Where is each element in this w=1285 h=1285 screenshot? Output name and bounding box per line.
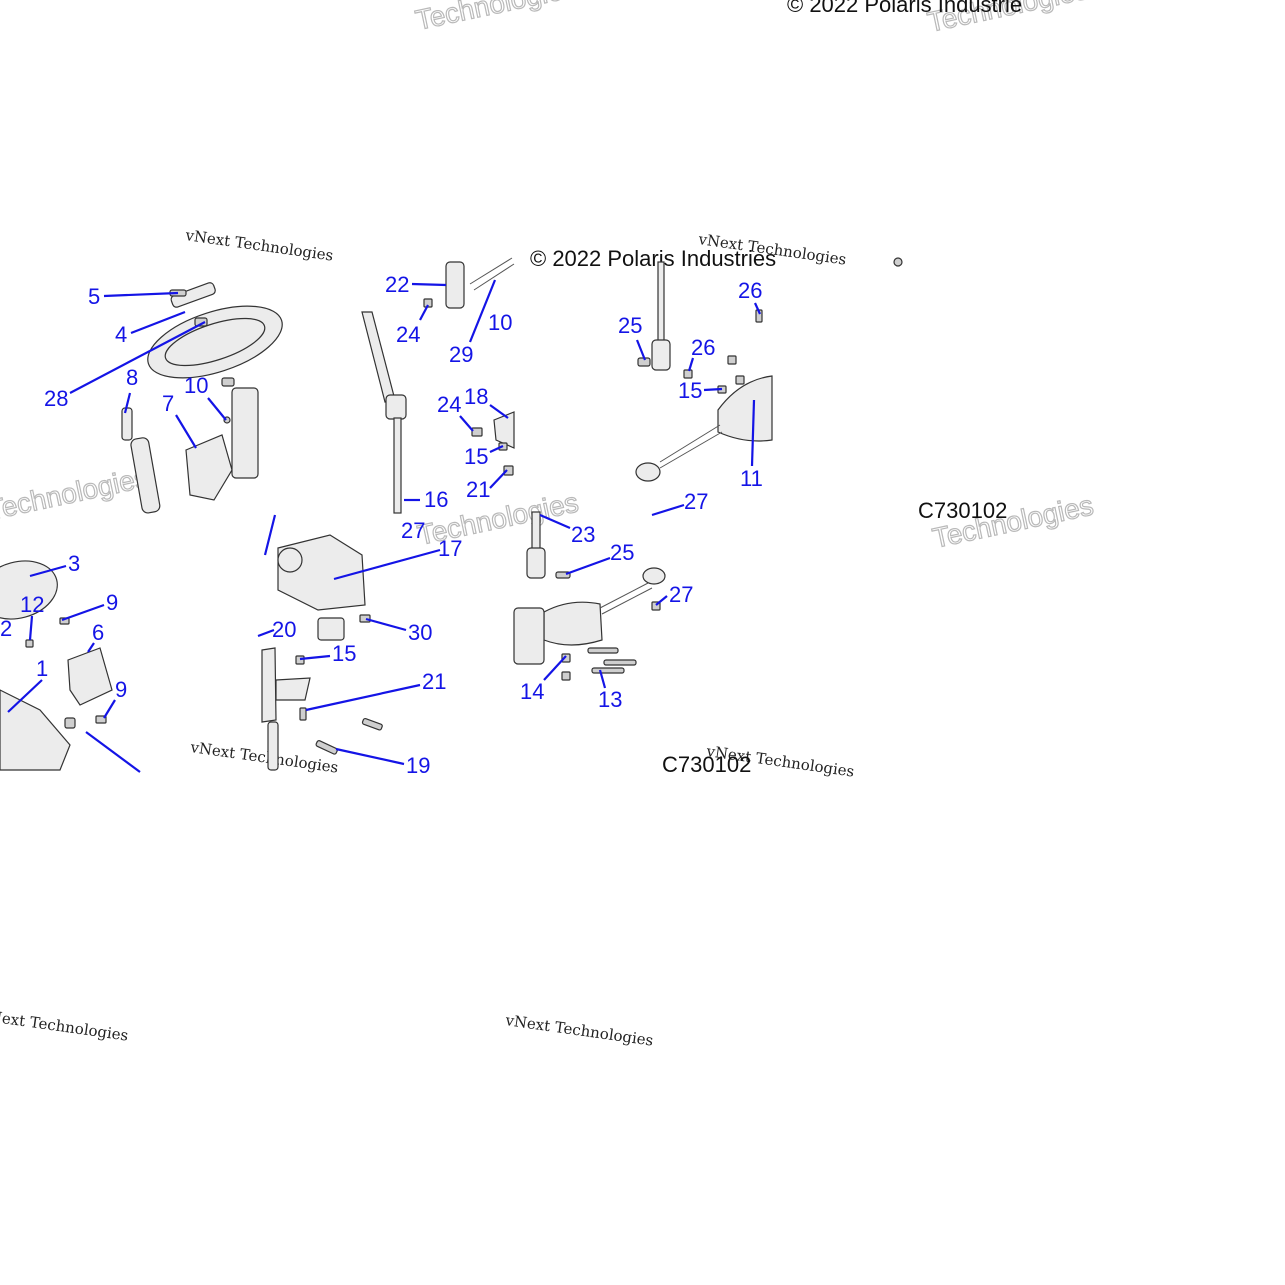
callout-25[interactable]: 25 (618, 313, 642, 338)
frame-mount-assembly (0, 560, 113, 771)
callout-26[interactable]: 26 (738, 278, 762, 303)
callout-5[interactable]: 5 (88, 284, 100, 309)
callout-18[interactable]: 18 (464, 384, 488, 409)
callout-21[interactable]: 21 (422, 669, 446, 694)
callout-6[interactable]: 6 (92, 620, 104, 645)
watermark-line: vNext Technologies (183, 226, 334, 265)
callout-22[interactable]: 22 (385, 272, 409, 297)
callout-9[interactable]: 9 (115, 677, 127, 702)
callout-9[interactable]: 9 (106, 590, 118, 615)
callout-27[interactable]: 27 (669, 582, 693, 607)
callout-14[interactable]: 14 (520, 679, 544, 704)
watermark-big: Technologies (413, 0, 579, 36)
watermark-layer: Technologies Technologies vNext Technolo… (0, 0, 1097, 1050)
callout-2[interactable]: 2 (0, 616, 12, 641)
watermark-line: vNext Technologies (0, 1006, 130, 1045)
callout-27[interactable]: 27 (684, 489, 708, 514)
copyright-text: © 2022 Polaris Industrie (787, 0, 1022, 17)
leader-lines (7, 279, 762, 773)
callout-4[interactable]: 4 (115, 322, 127, 347)
callout-25[interactable]: 25 (610, 540, 634, 565)
callout-20[interactable]: 20 (272, 617, 296, 642)
callout-29[interactable]: 29 (449, 342, 473, 367)
callout-30[interactable]: 30 (408, 620, 432, 645)
callout-3[interactable]: 3 (68, 551, 80, 576)
rack-and-pinion-assembly (513, 511, 666, 681)
callout-21[interactable]: 21 (466, 477, 490, 502)
callout-12[interactable]: 12 (20, 592, 44, 617)
drawing-code: C730102 (918, 498, 1007, 523)
callout-24[interactable]: 24 (396, 322, 420, 347)
callout-23[interactable]: 23 (571, 522, 595, 547)
callout-1[interactable]: 1 (36, 656, 48, 681)
callout-28[interactable]: 28 (44, 386, 68, 411)
callout-13[interactable]: 13 (598, 687, 622, 712)
watermark-big: Technologies (0, 462, 151, 526)
steering-rack-assembly (635, 257, 903, 482)
callout-27[interactable]: 27 (401, 518, 425, 543)
callout-19[interactable]: 19 (406, 753, 430, 778)
callout-labels: 5 4 28 8 7 10 22 24 29 10 24 18 15 21 16… (0, 272, 763, 778)
callout-17[interactable]: 17 (438, 536, 462, 561)
watermark-line: vNext Technologies (503, 1011, 654, 1050)
callout-15[interactable]: 15 (678, 378, 702, 403)
callout-7[interactable]: 7 (162, 391, 174, 416)
drawing-code: C730102 (662, 752, 751, 777)
callout-11[interactable]: 11 (740, 466, 763, 491)
callout-10[interactable]: 10 (488, 310, 512, 335)
callout-15[interactable]: 15 (332, 641, 356, 666)
callout-8[interactable]: 8 (126, 365, 138, 390)
callout-15[interactable]: 15 (464, 444, 488, 469)
steering-gearbox-assembly (261, 534, 383, 771)
steering-column-assembly (361, 257, 515, 514)
callout-10[interactable]: 10 (184, 373, 208, 398)
callout-16[interactable]: 16 (424, 487, 448, 512)
copyright-text: © 2022 Polaris Industries (530, 246, 776, 271)
callout-24[interactable]: 24 (437, 392, 461, 417)
callout-26[interactable]: 26 (691, 335, 715, 360)
steering-wheel-assembly (121, 282, 283, 514)
